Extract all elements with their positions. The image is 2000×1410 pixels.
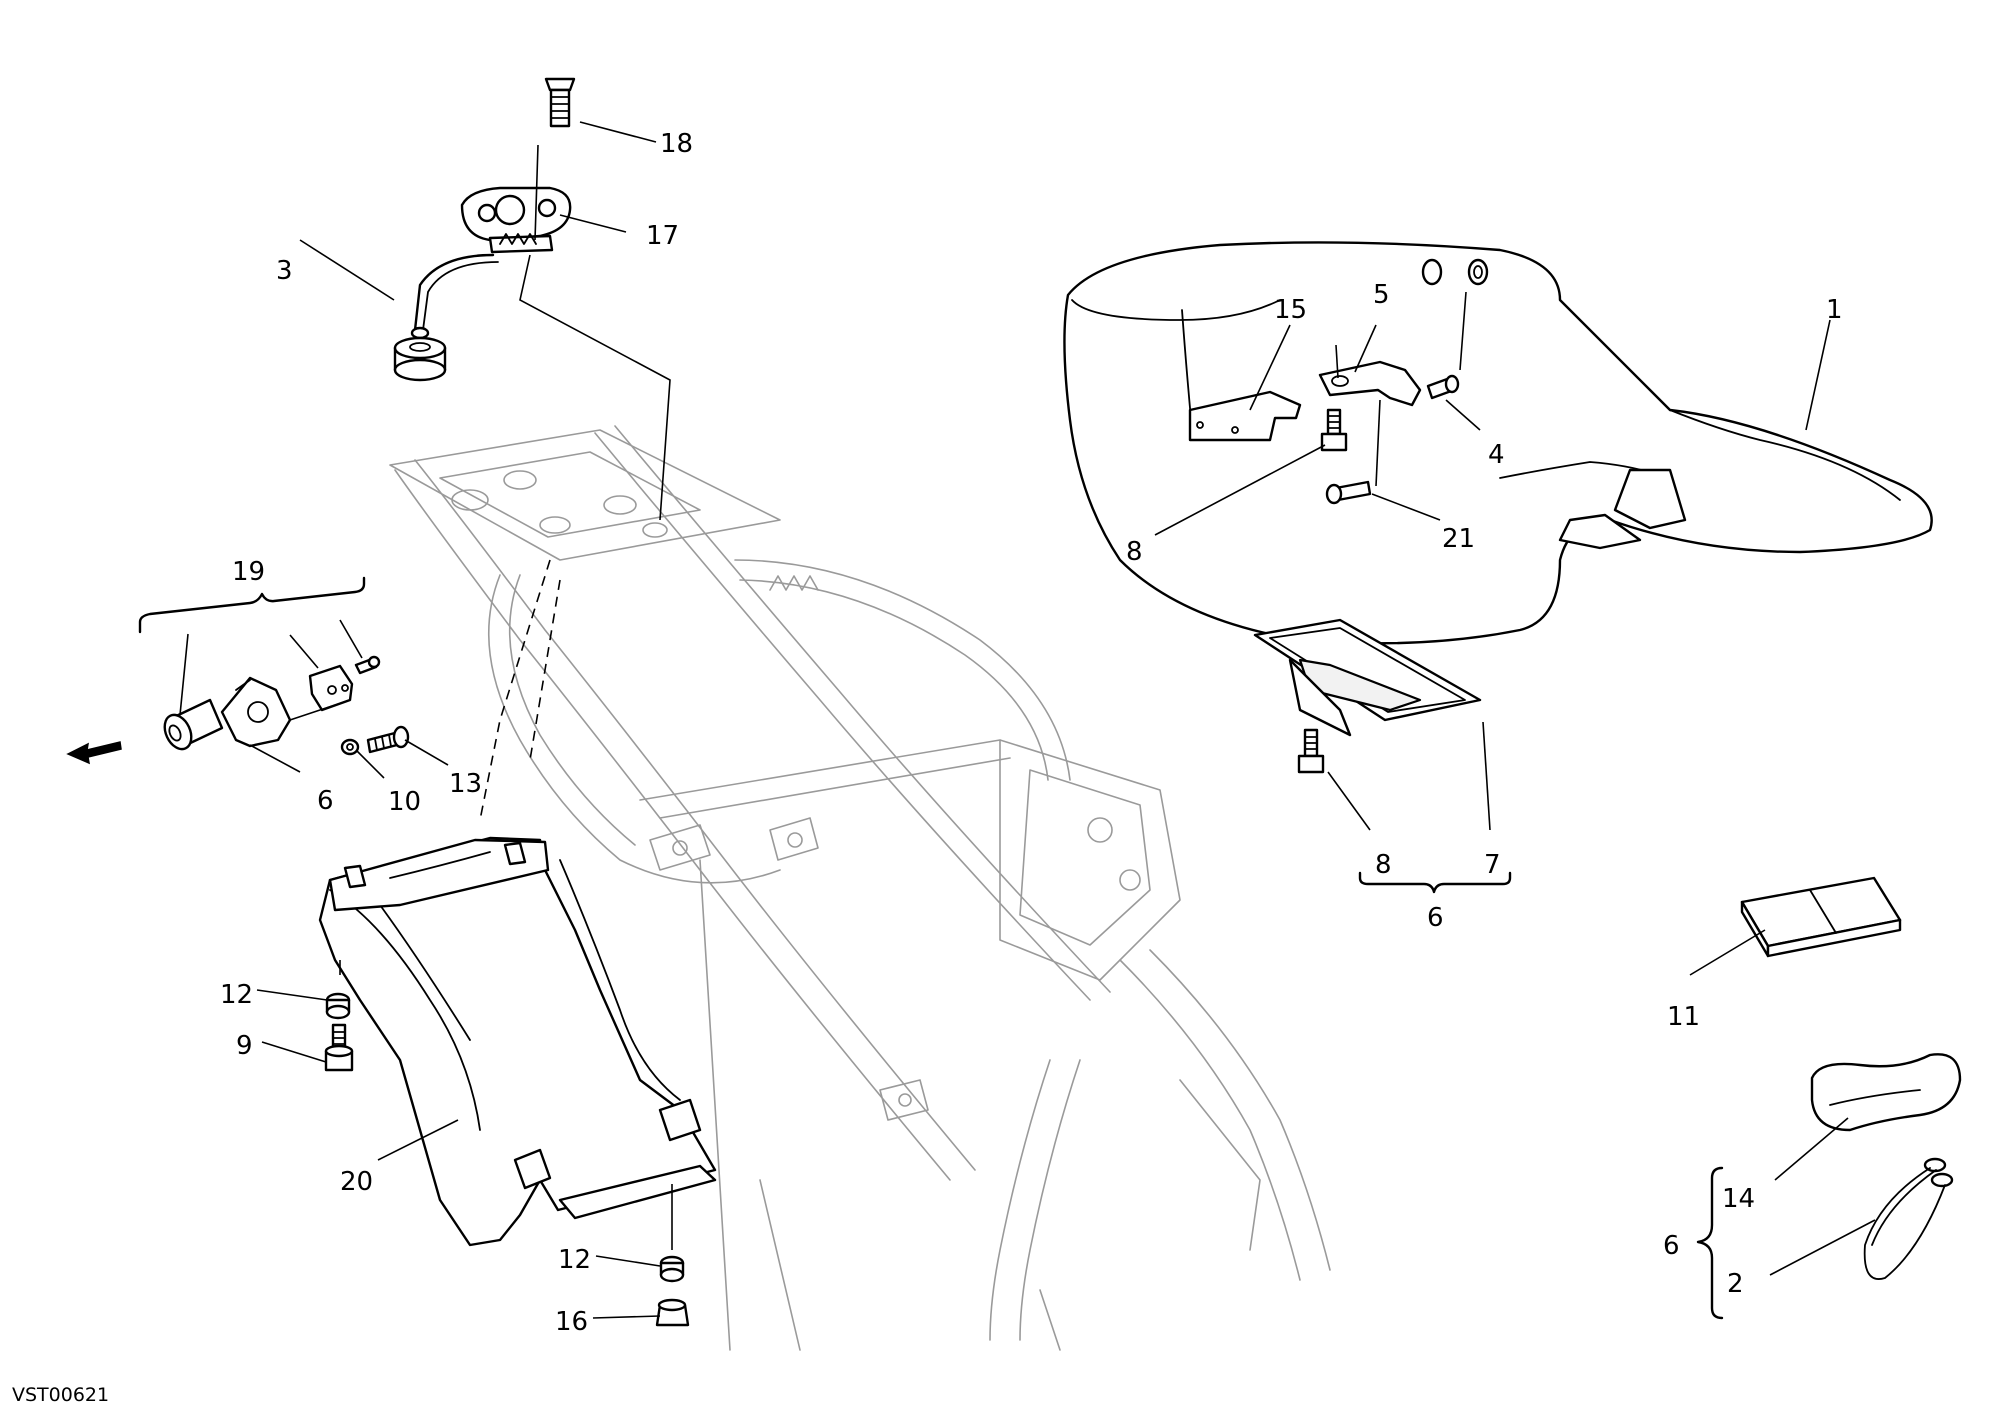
drawing-code: VST00621 [12, 1384, 109, 1406]
part-7-tray [1253, 618, 1482, 737]
callout-13: 13 [449, 769, 482, 799]
leader-lines [256, 121, 1876, 1319]
part-17-seat-lock [413, 186, 572, 332]
part-2-cable [1863, 1157, 1954, 1280]
part-5-bracket [1318, 344, 1422, 407]
callout-11: 11 [1667, 1002, 1700, 1032]
callout-17: 17 [646, 221, 679, 251]
part-15-bracket [1188, 390, 1302, 442]
callout-labels: 18 17 3 19 6 10 13 12 9 20 12 16 15 5 1 … [220, 129, 1843, 1337]
callout-6-kit: 6 [1663, 1231, 1680, 1261]
undertray-brace [1358, 871, 1512, 894]
callout-7: 7 [1484, 850, 1501, 880]
callout-1: 1 [1826, 295, 1843, 325]
callout-5: 5 [1373, 280, 1390, 310]
callout-20: 20 [340, 1167, 373, 1197]
callout-15: 15 [1274, 295, 1307, 325]
front-direction-arrow [66, 741, 122, 765]
callout-9: 9 [236, 1031, 253, 1061]
callout-19: 19 [232, 557, 265, 587]
part-18-screw [544, 77, 576, 128]
part-19-front-lock-assembly [138, 576, 449, 779]
kit-brace [1696, 1166, 1724, 1320]
callout-16: 16 [555, 1307, 588, 1337]
ghost-frame [389, 425, 1331, 1351]
callout-2: 2 [1727, 1269, 1744, 1299]
callout-8-tray: 8 [1375, 850, 1392, 880]
part-8-screw-tray [1297, 728, 1325, 774]
part-21-screw [1325, 399, 1381, 505]
callout-6-undertray: 6 [1427, 903, 1444, 933]
callout-6-front-lock: 6 [317, 786, 334, 816]
callout-3: 3 [276, 256, 293, 286]
part-8-screw-seat [1320, 408, 1348, 452]
callout-14: 14 [1722, 1184, 1755, 1214]
part-12-16-bottom-fasteners [655, 1184, 690, 1327]
assembly-lines-lock [479, 144, 671, 821]
callout-12-bottom: 12 [558, 1245, 591, 1275]
part-4-screw [1426, 291, 1467, 400]
part-11-booklet [1740, 876, 1902, 958]
callout-21: 21 [1442, 524, 1475, 554]
callout-8-seat: 8 [1126, 537, 1143, 567]
callout-4: 4 [1488, 440, 1505, 470]
part-20-under-tray [318, 836, 717, 1247]
part-14-pad [1810, 1053, 1962, 1132]
callout-10: 10 [388, 787, 421, 817]
part-12-9-top-fasteners [324, 960, 354, 1072]
callout-12-top: 12 [220, 980, 253, 1010]
part-3-grommet [393, 326, 447, 382]
callout-18: 18 [660, 129, 693, 159]
